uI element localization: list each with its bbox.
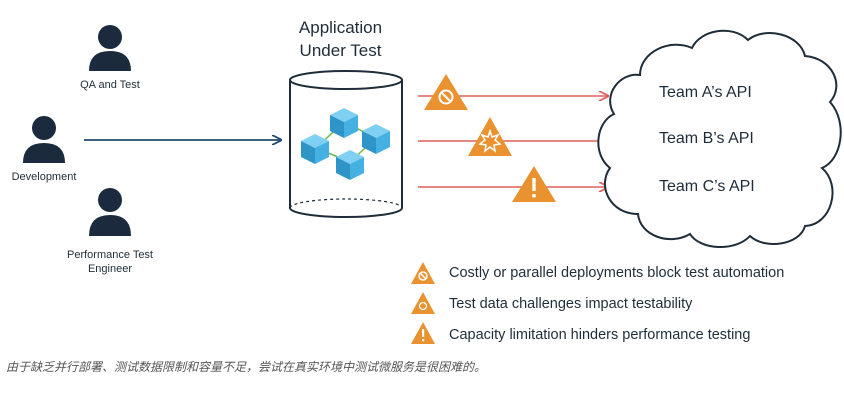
team-a-label: Team A’s API	[659, 84, 752, 101]
exclamation-warning-icon	[512, 166, 556, 202]
exclamation-warning-icon	[411, 322, 435, 344]
cube-icon	[336, 150, 364, 180]
legend-item-test-data: Test data challenges impact testability	[449, 296, 693, 312]
qa-label: QA and Test	[80, 79, 140, 91]
application-cylinder	[289, 70, 403, 218]
qa-person-icon	[89, 25, 131, 71]
legend-item-capacity: Capacity limitation hinders performance …	[449, 327, 751, 343]
performance-engineer-label: Performance Test Engineer	[56, 248, 164, 276]
legend-item-deployments: Costly or parallel deployments block tes…	[449, 265, 785, 281]
api-cloud	[597, 29, 842, 249]
application-title: Application Under Test	[268, 16, 413, 62]
team-b-label: Team B’s API	[659, 130, 754, 147]
performance-engineer-person-icon	[89, 188, 131, 236]
cube-icon	[301, 134, 329, 164]
cube-icon	[362, 124, 390, 154]
no-entry-warning-icon	[424, 74, 468, 110]
figure-caption: 由于缺乏并行部署、测试数据限制和容量不足，尝试在真实环境中测试微服务是很困难的。	[6, 360, 487, 374]
burst-warning-icon	[468, 117, 512, 156]
team-c-label: Team C’s API	[659, 178, 755, 195]
burst-warning-icon	[411, 292, 435, 314]
performance-engineer-label-line: Engineer	[87, 263, 133, 275]
application-title-line: Under Test	[299, 41, 382, 60]
no-entry-warning-icon	[411, 262, 435, 284]
cube-icon	[330, 108, 358, 138]
application-title-line: Application	[298, 18, 383, 37]
development-label: Development	[11, 171, 77, 183]
developer-person-icon	[23, 116, 65, 163]
performance-engineer-label-line: Performance Test	[66, 249, 153, 261]
